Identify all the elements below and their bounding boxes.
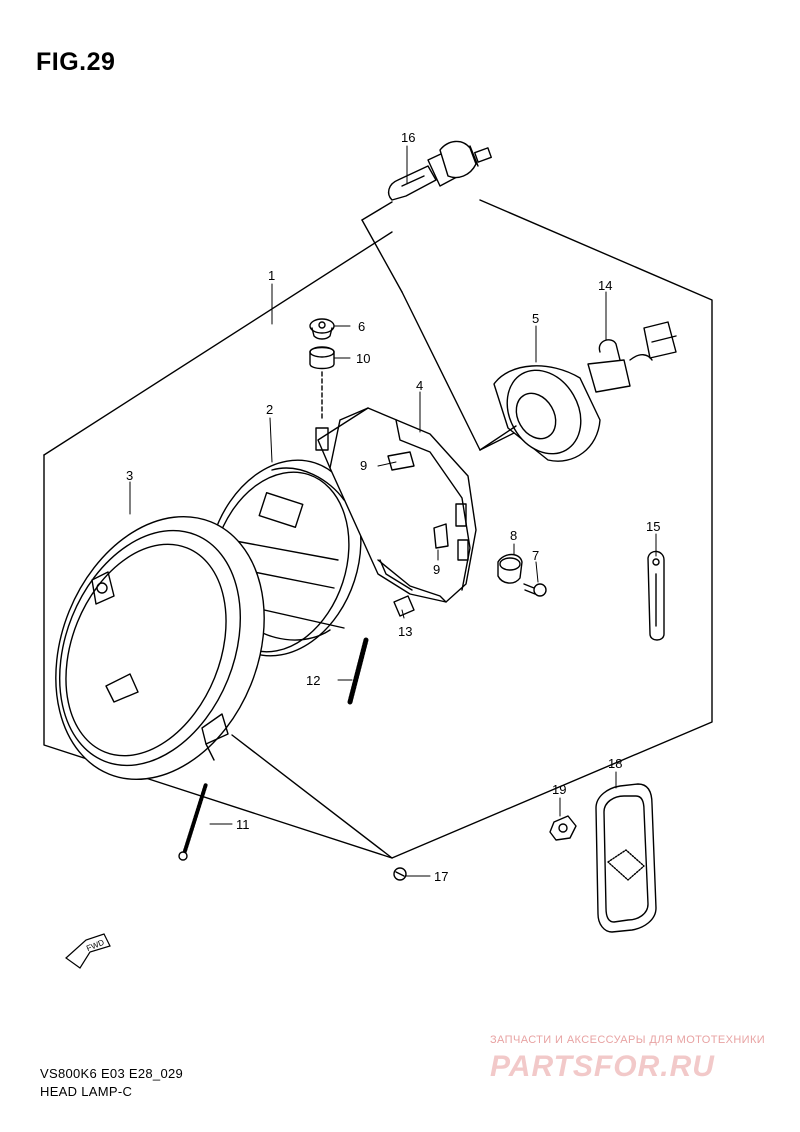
bolt-part-7 — [523, 583, 547, 597]
reflector-part-18 — [595, 783, 657, 933]
callout-part-17: 17 — [434, 869, 448, 884]
housing-part-4 — [315, 407, 477, 603]
callout-part-10: 10 — [356, 351, 370, 366]
callout-part-6: 6 — [358, 319, 365, 334]
callout-part-12: 12 — [306, 673, 320, 688]
callout-part-8: 8 — [510, 528, 517, 543]
callout-part-18: 18 — [608, 756, 622, 771]
fwd-arrow-icon: FWD — [65, 933, 111, 969]
callout-part-1: 1 — [268, 268, 275, 283]
dust-cover-part-5 — [479, 365, 601, 462]
callout-part-14: 14 — [598, 278, 612, 293]
rim-part-3 — [55, 515, 265, 781]
callout-part-11: 11 — [236, 817, 250, 832]
clip-part-9 — [387, 451, 415, 471]
watermark-tagline: ЗАПЧАСТИ И АКСЕССУАРЫ ДЛЯ МОТОТЕХНИКИ — [490, 1034, 766, 1046]
nut-part-13 — [393, 595, 415, 617]
callout-part-7: 7 — [532, 548, 539, 563]
callout-part-9: 9 — [433, 562, 440, 577]
clip-part-9 — [433, 523, 449, 549]
assembly-frame-line — [43, 231, 393, 456]
callout-part-3: 3 — [126, 468, 133, 483]
figure-title: FIG.29 — [36, 48, 116, 76]
callout-part-19: 19 — [552, 782, 566, 797]
section-name: HEAD LAMP-C — [40, 1084, 133, 1099]
socket-part-14 — [587, 321, 677, 393]
cap-part-6 — [309, 318, 335, 340]
callout-leaders — [129, 145, 657, 877]
stay-part-15 — [647, 550, 665, 641]
callout-part-5: 5 — [532, 311, 539, 326]
callout-part-13: 13 — [398, 624, 412, 639]
assembly-frame-line — [231, 734, 393, 859]
callout-part-4: 4 — [416, 378, 423, 393]
nut-part-19 — [549, 815, 577, 841]
screw-part-11 — [178, 782, 208, 861]
screw-part-17 — [393, 867, 407, 881]
bulb-part-16 — [387, 140, 492, 201]
grommet-part-10 — [309, 346, 335, 421]
grommet-part-8 — [497, 553, 523, 584]
spring-part-12 — [347, 637, 369, 705]
callout-part-15: 15 — [646, 519, 660, 534]
assembly-frame-line — [43, 199, 713, 859]
callout-part-16: 16 — [401, 130, 415, 145]
watermark-logo: PARTSFOR.RU — [490, 1050, 715, 1083]
callout-part-2: 2 — [266, 402, 273, 417]
callout-part-9: 9 — [360, 458, 367, 473]
model-code: VS800K6 E03 E28_029 — [40, 1066, 184, 1081]
